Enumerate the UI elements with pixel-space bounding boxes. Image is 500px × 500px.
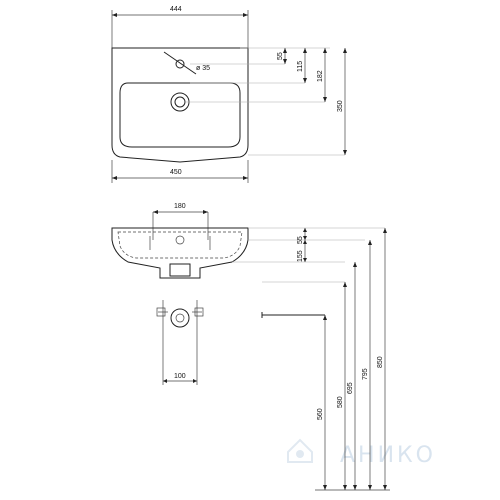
tap-hole-icon — [163, 51, 197, 75]
dim-tap-spacing: 180 — [174, 203, 186, 210]
hole-diameter: ø 35 — [196, 65, 210, 72]
watermark-text: АНИКО — [340, 443, 436, 468]
dim-waste-width: 100 — [174, 373, 186, 380]
dim-182: 182 — [317, 70, 324, 82]
dim-55-top: 55 — [277, 52, 284, 60]
waste-trap — [156, 300, 204, 385]
dim-width-bottom: 450 — [170, 169, 182, 176]
dim-350: 350 — [337, 100, 344, 112]
dim-115: 115 — [297, 61, 304, 72]
watermark: АНИКО — [287, 438, 436, 468]
height-695: 695 — [347, 382, 354, 394]
house-logo-icon — [287, 438, 313, 463]
dim-width-top: 444 — [170, 6, 182, 13]
height-560: 560 — [317, 408, 324, 420]
dim-155: 155 — [297, 250, 304, 262]
height-580: 580 — [337, 396, 344, 408]
dim-55-side: 55 — [297, 236, 304, 244]
height-850: 850 — [377, 356, 384, 368]
height-795: 795 — [362, 368, 369, 380]
top-view: 444 ø 35 55 115 182 350 — [111, 6, 347, 183]
side-view: 180 55 155 1 — [111, 203, 390, 491]
